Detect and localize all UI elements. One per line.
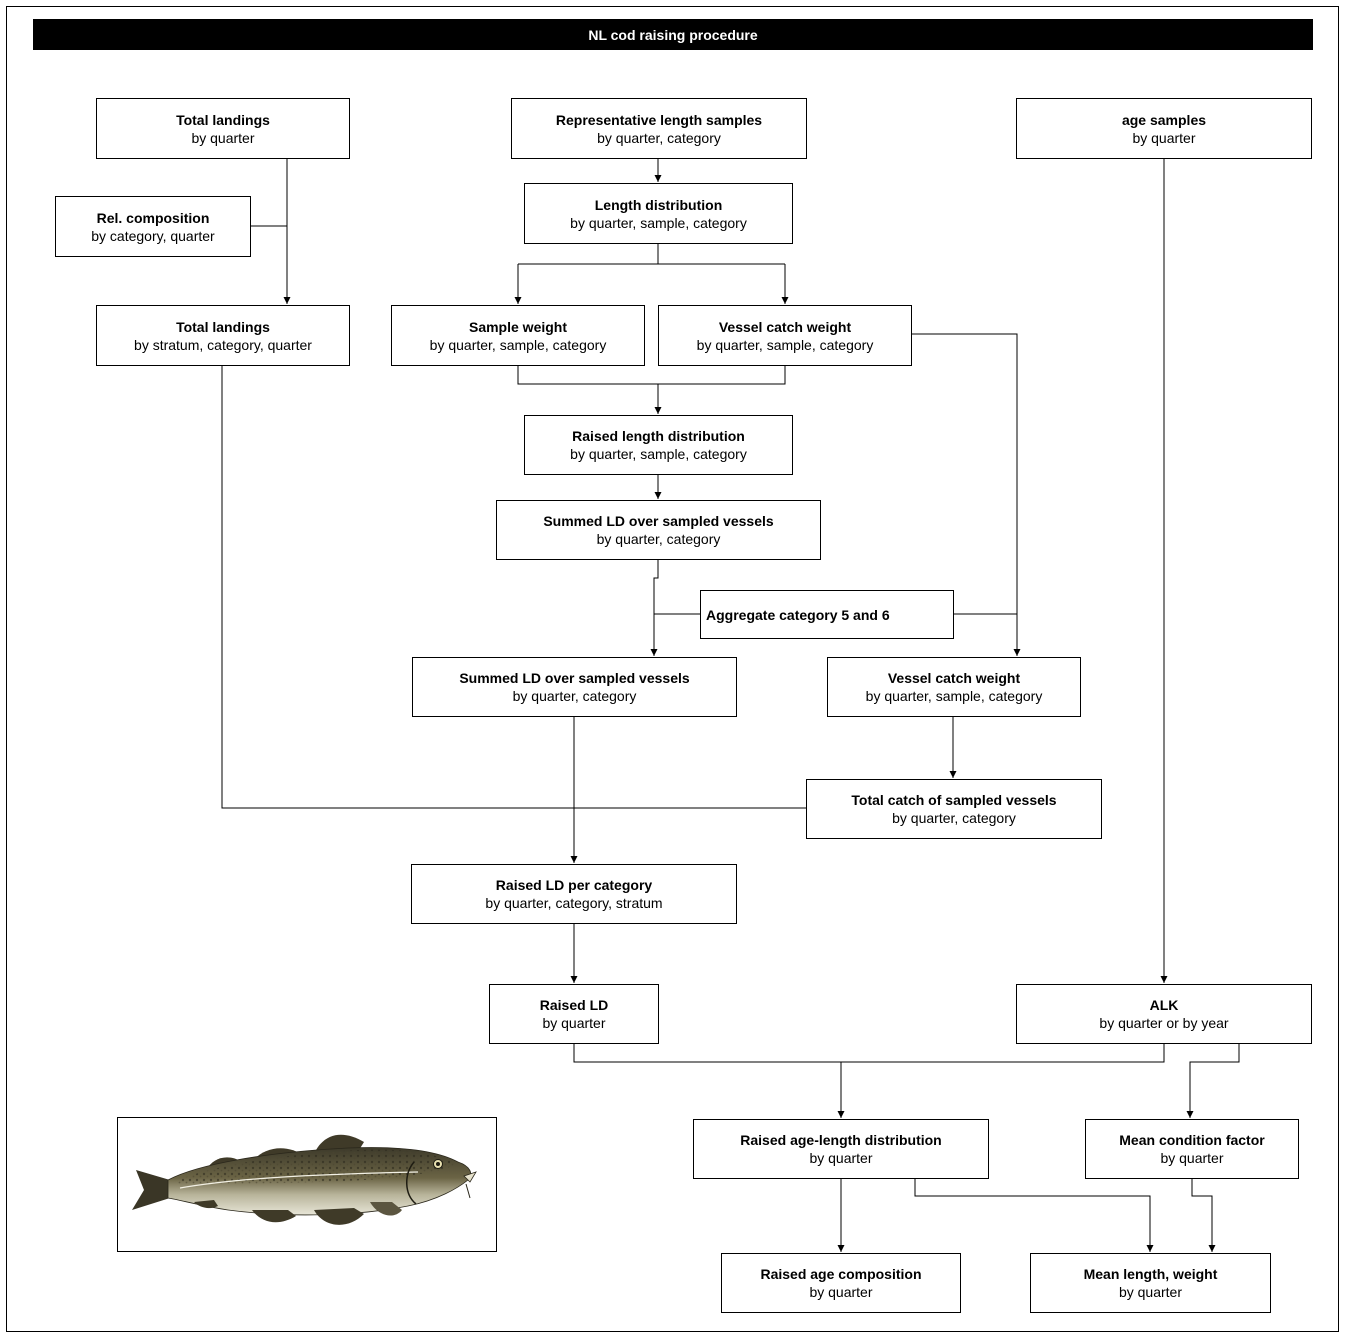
node-title: age samples	[1121, 111, 1207, 128]
connector-alk-to-condition	[1186, 1043, 1240, 1118]
node-summed-ld-sampled-vessels: Summed LD over sampled vessels by quarte…	[496, 500, 821, 560]
node-total-catch-sampled-vessels: Total catch of sampled vessels by quarte…	[806, 779, 1102, 839]
node-title: Summed LD over sampled vessels	[459, 670, 690, 686]
node-subtitle: by quarter, sample, category	[570, 446, 747, 462]
cod-fish-illustration	[132, 1134, 477, 1225]
node-subtitle: by category, quarter	[91, 227, 215, 244]
node-title: Total catch of sampled vessels	[851, 792, 1057, 808]
node-subtitle: by quarter	[1160, 1150, 1224, 1166]
node-title: Raised length distribution	[572, 428, 745, 444]
node-raised-ld-per-category: Raised LD per category by quarter, categ…	[411, 864, 737, 924]
node-title: Total landings	[176, 318, 270, 335]
node-title: Rel. composition	[96, 209, 210, 226]
node-length-distribution: Length distribution by quarter, sample, …	[524, 183, 793, 244]
node-subtitle: by quarter	[1132, 129, 1196, 146]
node-total-landings-quarter: Total landings by quarter	[96, 98, 350, 159]
node-subtitle: by quarter	[1118, 1284, 1183, 1300]
node-title: Representative length samples	[555, 111, 763, 128]
node-sample-weight: Sample weight by quarter, sample, catego…	[391, 305, 645, 366]
node-title: Raised age composition	[760, 1266, 922, 1282]
diagram-frame	[6, 6, 1339, 1332]
node-title: Total landings	[176, 111, 270, 128]
node-subtitle: by quarter, category	[596, 531, 721, 547]
node-alk: ALK by quarter or by year	[1016, 984, 1312, 1044]
node-subtitle: by quarter	[809, 1284, 873, 1300]
node-raised-age-composition: Raised age composition by quarter	[721, 1253, 961, 1313]
connector-landings-loop	[221, 365, 806, 809]
connector-vessel-to-vessel2	[912, 333, 1021, 656]
node-title: Aggregate category 5 and 6	[706, 606, 890, 623]
node-aggregate-category: Aggregate category 5 and 6	[700, 590, 954, 639]
connector-merge	[517, 365, 786, 385]
node-subtitle: by quarter, sample, category	[696, 336, 874, 353]
cod-illustration-frame	[117, 1117, 497, 1252]
node-subtitle: by quarter, sample, category	[570, 214, 747, 231]
node-subtitle: by quarter, category	[512, 688, 637, 704]
node-subtitle: by quarter, category, stratum	[485, 895, 663, 911]
connector-summed-to-summed2	[650, 559, 659, 656]
connector-combine	[573, 1043, 1165, 1063]
node-summed-ld-sampled-vessels-2: Summed LD over sampled vessels by quarte…	[412, 657, 737, 717]
node-title: Summed LD over sampled vessels	[543, 513, 774, 529]
node-title: Raised LD	[539, 997, 609, 1013]
node-subtitle: by stratum, category, quarter	[134, 336, 312, 353]
diagram-title: NL cod raising procedure	[33, 19, 1313, 50]
node-subtitle: by quarter, sample, category	[865, 688, 1043, 704]
node-subtitle: by quarter, category	[597, 129, 721, 146]
node-title: Sample weight	[468, 318, 568, 335]
node-total-landings-stratum: Total landings by stratum, category, qua…	[96, 305, 350, 366]
node-raised-ld: Raised LD by quarter	[489, 984, 659, 1044]
node-subtitle: by quarter, category	[892, 810, 1016, 826]
node-subtitle: by quarter	[809, 1150, 873, 1166]
connector-to-mean-lw-2	[1191, 1178, 1216, 1252]
node-raised-age-length-distribution: Raised age-length distribution by quarte…	[693, 1119, 989, 1179]
node-raised-length-distribution: Raised length distribution by quarter, s…	[524, 415, 793, 475]
node-title: Raised age-length distribution	[740, 1132, 942, 1148]
node-age-samples: age samples by quarter	[1016, 98, 1312, 159]
node-vessel-catch-weight: Vessel catch weight by quarter, sample, …	[658, 305, 912, 366]
node-subtitle: by quarter, sample, category	[429, 336, 607, 353]
node-subtitle: by quarter	[191, 129, 255, 146]
node-rel-composition: Rel. composition by category, quarter	[55, 196, 251, 257]
node-title: Mean condition factor	[1119, 1132, 1265, 1148]
node-mean-condition-factor: Mean condition factor by quarter	[1085, 1119, 1299, 1179]
node-subtitle: by quarter or by year	[1099, 1015, 1229, 1031]
node-title: Vessel catch weight	[718, 318, 852, 335]
node-representative-length-samples: Representative length samples by quarter…	[511, 98, 807, 159]
connector-ld-split	[518, 243, 785, 265]
node-title: ALK	[1149, 997, 1179, 1013]
node-title: Vessel catch weight	[887, 670, 1021, 686]
node-title: Raised LD per category	[495, 877, 653, 893]
node-title: Mean length, weight	[1083, 1266, 1218, 1282]
connector-to-mean-lw-1	[914, 1178, 1154, 1252]
node-subtitle: by quarter	[542, 1015, 606, 1031]
node-vessel-catch-weight-2: Vessel catch weight by quarter, sample, …	[827, 657, 1081, 717]
node-title: Length distribution	[594, 196, 723, 213]
node-mean-length-weight: Mean length, weight by quarter	[1030, 1253, 1271, 1313]
